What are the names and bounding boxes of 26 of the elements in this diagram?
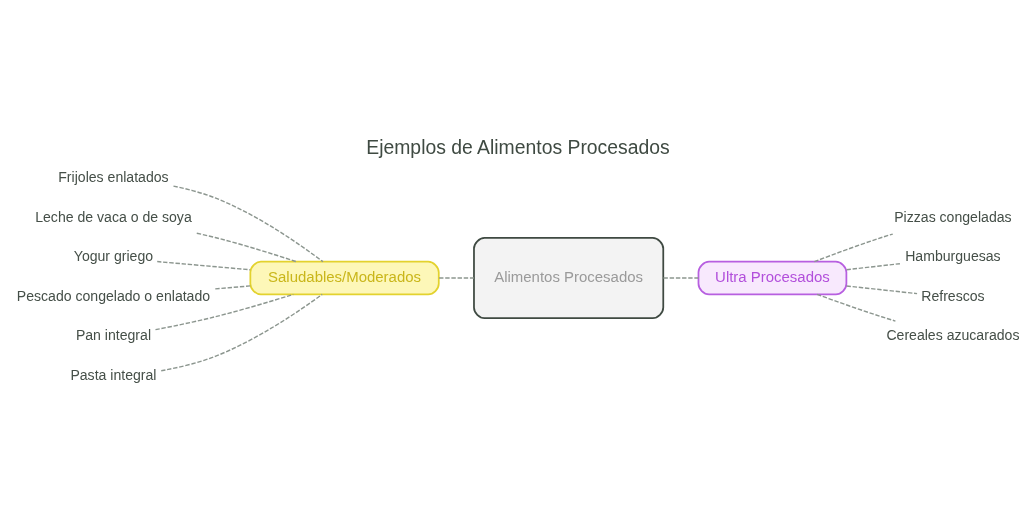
node-text: Hamburguesas	[905, 247, 1001, 264]
node-text: Pan integral	[75, 326, 152, 343]
connector	[172, 184, 324, 262]
node-box: Alimentos Procesados	[473, 236, 665, 319]
node-box: Ultra Procesados	[697, 260, 848, 295]
connector	[845, 262, 902, 270]
connector	[845, 284, 918, 294]
connector	[813, 232, 894, 262]
connector	[214, 284, 252, 290]
diagram-title: Ejemplos de Alimentos Procesados	[366, 135, 670, 158]
connector	[156, 260, 251, 270]
connector	[154, 293, 294, 330]
connector	[196, 232, 298, 262]
connector	[662, 276, 700, 279]
node-text: Pescado congelado o enlatado	[16, 287, 211, 304]
connector	[438, 276, 475, 279]
node-box: Saludables/Moderados	[249, 260, 440, 295]
node-text: Yogur griego	[73, 247, 154, 264]
connector	[160, 293, 323, 371]
node-text: Pizzas congeladas	[894, 208, 1012, 225]
node-text: Cereales azucarados	[886, 326, 1020, 343]
node-text: Leche de vaca o de soya	[35, 208, 192, 225]
connector	[816, 293, 897, 322]
node-text: Frijoles enlatados	[58, 168, 169, 185]
node-text: Refrescos	[921, 287, 985, 304]
node-text: Pasta integral	[70, 366, 157, 383]
